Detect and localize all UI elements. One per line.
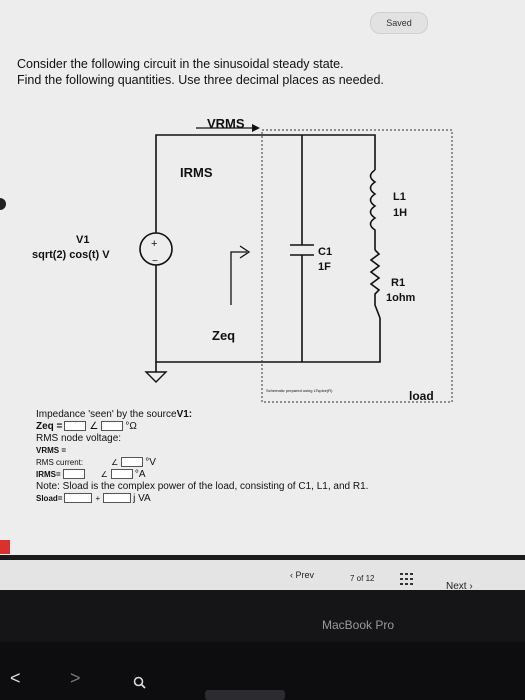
saved-status-badge: Saved [370,12,428,34]
impedance-heading-text: Impedance 'seen' by the source [36,408,177,420]
plus-sign: + [95,493,101,503]
prompt-line-1: Consider the following circuit in the si… [17,57,344,71]
vrms-angle-input[interactable] [121,457,144,467]
vrms-answer-row: VRMS = [36,444,368,456]
zeq-answer-label: Zeq = [36,420,63,432]
sload-answer-label: Sload= [36,493,63,503]
impedance-source: V1: [176,408,193,420]
grid-icon[interactable] [400,573,414,585]
current-arrow-icon [196,124,260,132]
circuit-schematic: + − VRMS IRMS V1 sqrt(2) cos(t) V Zeq C1… [32,116,453,403]
l1-value: 1H [393,207,407,219]
forward-arrow-icon[interactable]: > [70,668,81,688]
r1-name: R1 [391,277,405,289]
page-indicator: 7 of 12 [350,574,375,583]
circuit-wires [155,134,381,372]
voltage-source-v1 [139,232,173,266]
sload-real-input[interactable] [64,493,93,503]
question-page: Saved Consider the following circuit in … [0,0,525,555]
touchbar-controls[interactable] [205,690,285,700]
vrms-unit: °V [145,456,156,468]
irms-answer-row: IRMS= ∠ °A [36,468,368,480]
source-minus: − [152,256,158,267]
irms-angle-input[interactable] [110,469,133,479]
ground-symbol [144,371,168,383]
v1-expression: sqrt(2) cos(t) V [32,249,110,261]
sload-imag-input[interactable] [103,493,132,503]
r1-value: 1ohm [386,292,416,304]
zeq-magnitude-input[interactable] [64,421,87,431]
red-side-tab[interactable] [0,540,10,554]
zeq-label: Zeq [212,328,235,343]
resistor-r1 [369,249,381,319]
irms-unit: °A [134,468,146,480]
sload-answer-row: Sload= + j VA [36,492,368,504]
capacitor-c1 [290,244,314,256]
load-box [261,129,453,403]
zeq-answer-row: Zeq = ∠ °Ω [36,420,368,432]
rms-current-row: RMS current: ∠ °V [36,456,368,468]
zeq-arrow-icon [230,245,251,305]
left-edge-indicator [0,198,6,210]
l1-name: L1 [393,191,406,203]
source-plus: + [151,238,157,250]
answer-form: Impedance 'seen' by the source V1: Zeq =… [36,408,368,504]
inductor-l1 [369,169,377,250]
prompt-line-2: Find the following quantities. Use three… [17,73,384,87]
irms-magnitude-input[interactable] [62,469,85,479]
v1-name: V1 [76,234,89,246]
zeq-angle-input[interactable] [101,421,124,431]
load-label: load [409,389,434,403]
angle-icon: ∠ [89,420,99,432]
c1-name: C1 [318,246,332,258]
schematic-credit: Schematic prepared using LTspice(R) [266,388,333,393]
c1-value: 1F [318,261,331,273]
laptop-bezel [0,590,525,642]
question-navigation-bar [0,560,525,590]
brand-label: MacBook Pro [322,618,395,632]
zeq-unit: °Ω [125,420,137,432]
vrms-answer-label: VRMS = [36,445,67,455]
rms-current-heading: RMS current: [36,457,84,467]
vrms-label: VRMS [207,116,245,131]
back-arrow-icon[interactable]: < [10,668,21,688]
prev-button[interactable]: ‹ Prev [290,570,315,580]
sload-note: Note: Sload is the complex power of the … [36,480,369,492]
search-icon[interactable] [133,676,146,689]
next-button[interactable]: Next › [446,581,473,592]
rms-node-heading: RMS node voltage: [36,432,122,444]
angle-icon: ∠ [111,457,119,467]
irms-label: IRMS [180,165,213,180]
irms-answer-label: IRMS= [36,469,61,479]
sload-unit: j VA [133,492,151,504]
angle-icon: ∠ [100,469,108,479]
question-prompt: Consider the following circuit in the si… [17,56,497,88]
impedance-heading: Impedance 'seen' by the source V1: [36,408,368,420]
